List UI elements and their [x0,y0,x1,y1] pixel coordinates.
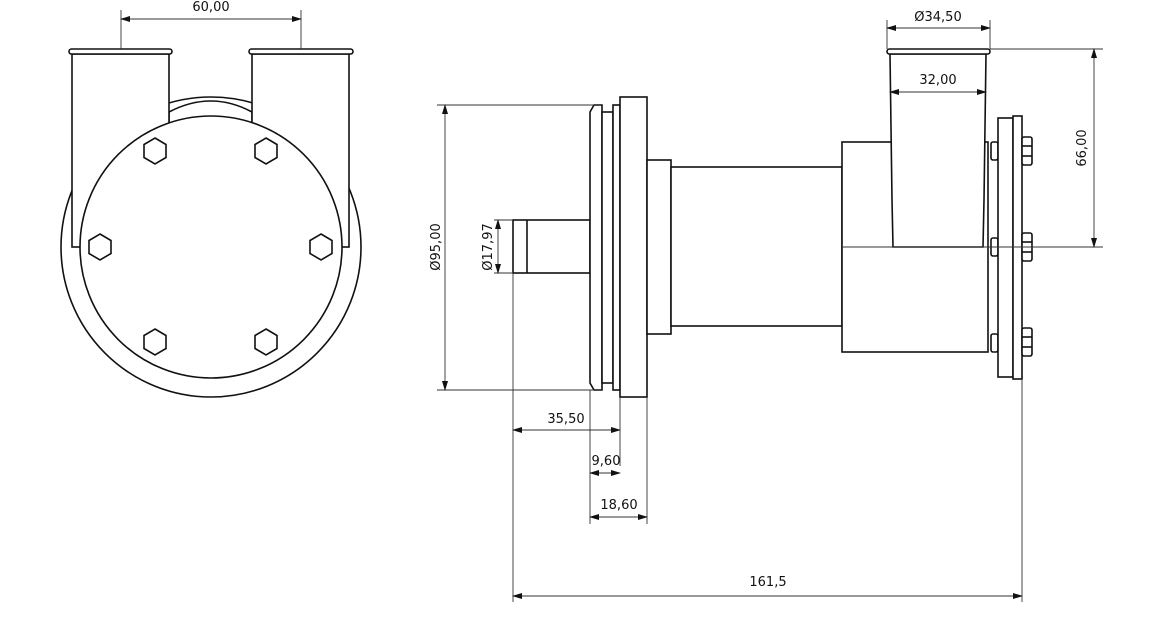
body-cylinder [670,166,843,327]
dim-label: 35,50 [547,412,584,427]
nut-icon [1021,136,1033,166]
hex-bolt-icon [143,328,167,356]
dim-label: 60,00 [192,0,229,15]
mounting-flange [619,96,648,398]
flange-plate [612,104,621,391]
dim-overall-length: 161,5 [512,575,1023,599]
dim-label: Ø17,97 [481,223,496,270]
dim-label: Ø95,00 [429,223,444,270]
dim-port-outer-diameter: Ø34,50 [886,10,991,49]
cover-plate-circle [79,115,343,379]
flange-front-plate [589,104,603,391]
stud-icon [990,141,999,161]
shaft [512,219,591,274]
dim-port-height: 66,00 [990,48,1103,248]
dim-flange-thin: 9,60 [589,454,621,476]
dim-label: 18,60 [600,498,637,513]
left-port-rim [68,48,173,55]
end-cover-outer [1012,115,1023,380]
cover-nuts [1021,136,1033,357]
dim-label: 9,60 [592,454,621,469]
hex-bolt-icon [88,233,112,261]
front-view: 60,00 [60,0,362,398]
dim-label: Ø34,50 [914,10,961,25]
cover-bolts [88,137,333,356]
hex-bolt-icon [143,137,167,165]
port-rim [886,48,991,55]
hex-bolt-icon [254,137,278,165]
dim-flange-total: 18,60 [589,498,648,520]
dim-pipe-spacing: 60,00 [120,0,302,49]
end-cover-plate [997,117,1014,378]
dim-shaft-to-flange: 35,50 [512,412,621,433]
hex-bolt-icon [254,328,278,356]
stud-icon [990,333,999,353]
nut-icon [1021,327,1033,357]
flange-gasket [601,111,614,384]
side-view: Ø95,00 Ø17,97 35,50 9,60 18,60 161,5 [429,10,1103,602]
bearing-hub [646,159,672,335]
dim-flange-diameter: Ø95,00 [429,104,594,391]
dim-port-inner-width: 32,00 [889,73,987,95]
dim-label: 66,00 [1075,129,1090,166]
dim-shaft-diameter: Ø17,97 [481,219,513,274]
hex-bolt-icon [309,233,333,261]
dim-label: 161,5 [749,575,786,590]
right-port-rim [248,48,354,55]
dim-label: 32,00 [919,73,956,88]
